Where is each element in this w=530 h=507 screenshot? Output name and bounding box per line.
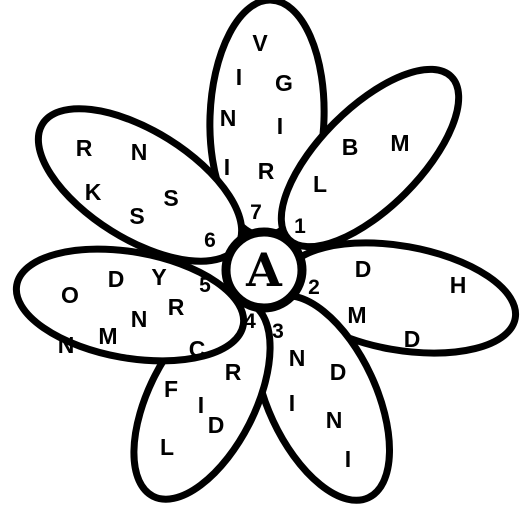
petal-number-1: 1 bbox=[294, 215, 306, 238]
petal-7-letter: R bbox=[258, 158, 275, 184]
petal-5-letter: D bbox=[108, 266, 125, 292]
petal-6-letter: S bbox=[163, 185, 178, 211]
petal-6-letter: K bbox=[85, 179, 102, 205]
petal-6-letter: N bbox=[131, 139, 148, 165]
petal-7-letter: I bbox=[236, 64, 242, 90]
petal-4-letter: C bbox=[189, 336, 206, 362]
petal-number-2: 2 bbox=[308, 276, 320, 299]
petal-number-3: 3 bbox=[272, 320, 284, 343]
petal-2-letter: H bbox=[450, 272, 467, 298]
petal-4-letter: I bbox=[198, 392, 204, 418]
petal-3-letter: I bbox=[345, 446, 351, 472]
petal-2-letter: D bbox=[404, 326, 421, 352]
petal-number-4: 4 bbox=[244, 310, 256, 333]
petal-1-letter: M bbox=[390, 130, 409, 156]
petal-4-letter: F bbox=[164, 376, 178, 402]
petal-5-letter: M bbox=[98, 323, 117, 349]
petal-7-letter: I bbox=[277, 113, 283, 139]
petal-2-letter: M bbox=[347, 302, 366, 328]
petal-7-letter: N bbox=[220, 105, 237, 131]
petal-3-letter: I bbox=[289, 390, 295, 416]
petal-5-letter: N bbox=[131, 306, 148, 332]
petal-7-letter: I bbox=[224, 154, 230, 180]
petal-number-7: 7 bbox=[250, 201, 262, 224]
petal-3-letter: D bbox=[330, 359, 347, 385]
petal-6-letter: S bbox=[129, 203, 144, 229]
petal-7-letter: V bbox=[252, 30, 268, 56]
petal-5-letter: Y bbox=[151, 264, 166, 290]
petal-5-letter: R bbox=[168, 294, 185, 320]
petal-number-6: 6 bbox=[204, 229, 216, 252]
petal-5-letter: O bbox=[61, 282, 79, 308]
petal-7-letter: G bbox=[275, 70, 293, 96]
petal-4-letter: L bbox=[160, 434, 174, 460]
center-letter: A bbox=[245, 243, 283, 297]
petal-6-letter: R bbox=[76, 135, 93, 161]
petal-3-letter: N bbox=[289, 345, 306, 371]
petal-3-letter: N bbox=[326, 407, 343, 433]
petal-1-letter: L bbox=[313, 171, 327, 197]
petal-4-letter: R bbox=[225, 359, 242, 385]
petal-1-letter: B bbox=[342, 134, 359, 160]
petal-number-5: 5 bbox=[199, 274, 211, 297]
petal-4-letter: D bbox=[208, 412, 225, 438]
petal-5-letter: N bbox=[58, 332, 75, 358]
petal-2-letter: D bbox=[355, 256, 372, 282]
